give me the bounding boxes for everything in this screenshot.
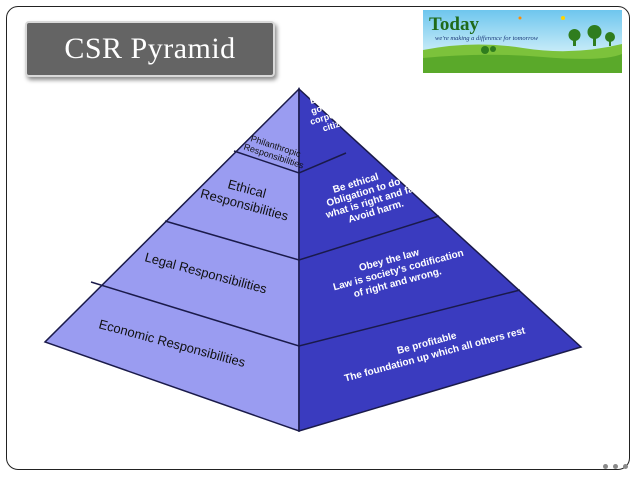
indicator-dot (623, 464, 628, 469)
slide-title-box: CSR Pyramid (25, 21, 275, 77)
indicator-dot (613, 464, 618, 469)
logo-tagline: we're making a difference for tomorrow (435, 35, 539, 42)
logo-brand: Today (429, 14, 479, 35)
slide-title: CSR Pyramid (64, 32, 236, 65)
level-divider-lines (90, 150, 521, 347)
indicator-dot (603, 464, 608, 469)
slide-indicator-dots (603, 464, 628, 469)
today-logo: Today we're making a difference for tomo… (423, 10, 622, 73)
